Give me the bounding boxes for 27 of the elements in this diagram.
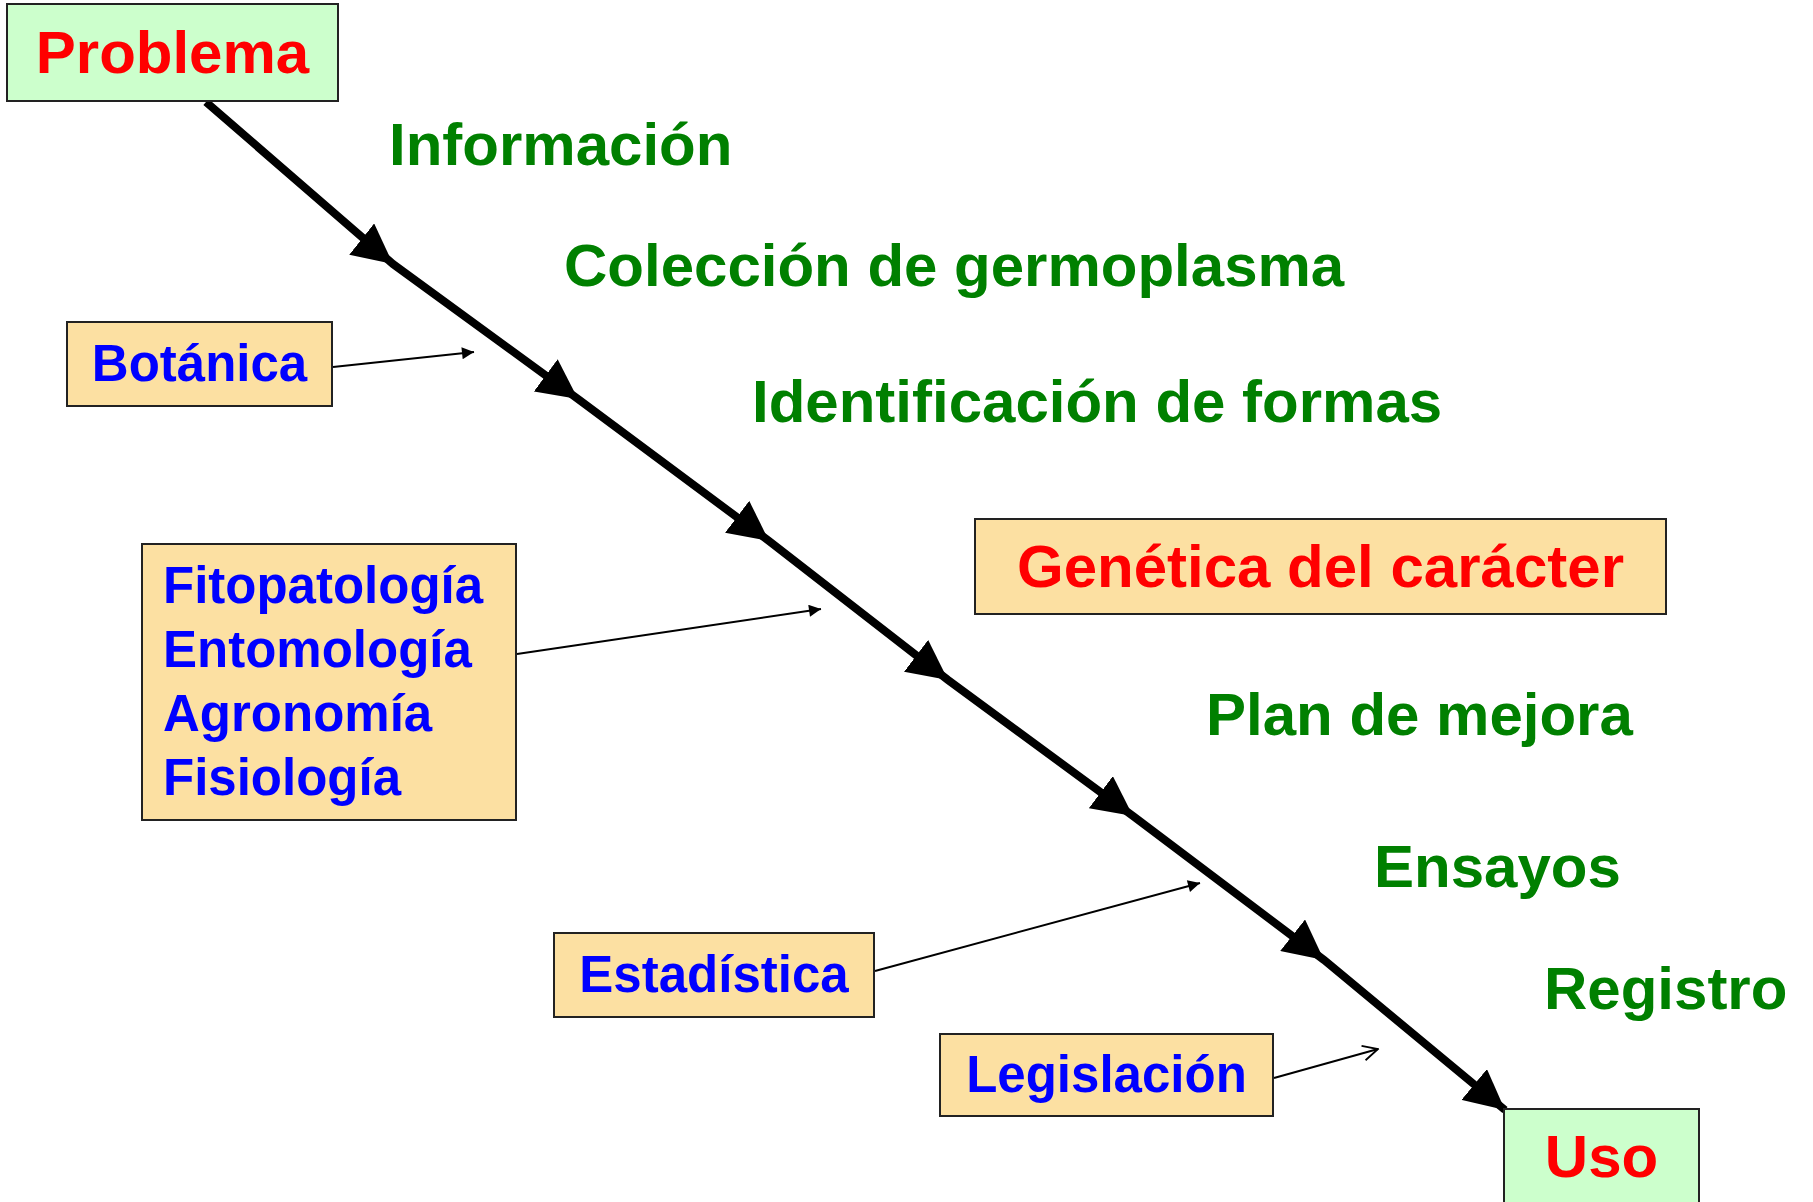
step-label: Información <box>389 110 733 180</box>
terminal-box <box>6 3 339 102</box>
step-label: Plan de mejora <box>1206 680 1633 750</box>
box-text: Agronomía <box>163 684 433 744</box>
box-text: Problema <box>35 17 310 88</box>
box-text: Genética del carácter <box>1017 531 1624 602</box>
arrow <box>332 347 475 368</box>
arrow <box>1273 1044 1379 1079</box>
discipline-box <box>141 543 517 821</box>
box-text: Entomología <box>163 620 472 680</box>
step-label: Registro <box>1544 954 1788 1024</box>
discipline-box <box>974 518 1667 615</box>
box-text: Fitopatología <box>163 556 484 616</box>
step-label: Ensayos <box>1374 832 1621 902</box>
box-text: Estadística <box>579 945 849 1005</box>
terminal-box <box>1503 1108 1700 1202</box>
discipline-box <box>66 321 333 407</box>
step-label: Identificación de formas <box>752 367 1443 437</box>
discipline-box <box>939 1033 1274 1117</box>
box-text: Fisiología <box>163 748 402 808</box>
step-label: Colección de germoplasma <box>564 231 1345 301</box>
arrow <box>874 880 1201 972</box>
box-text: Uso <box>1544 1122 1659 1192</box>
box-text: Botánica <box>91 334 308 394</box>
arrow <box>516 604 822 655</box>
discipline-box <box>553 932 875 1018</box>
box-text: Legislación <box>966 1045 1247 1105</box>
